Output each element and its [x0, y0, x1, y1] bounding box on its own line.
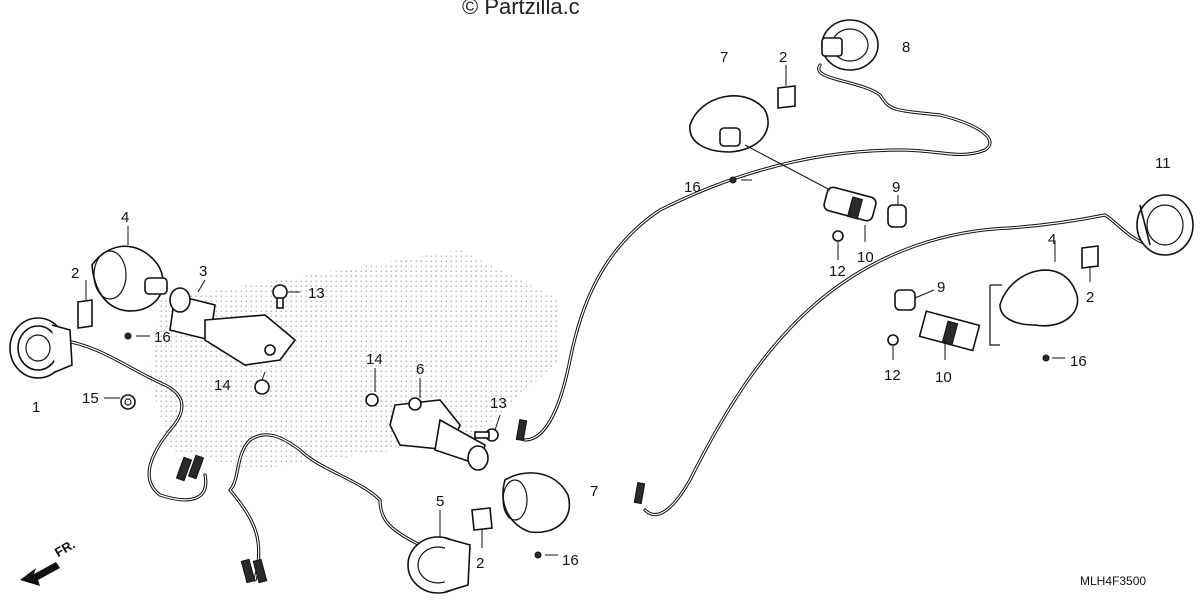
- front-center-lens: [502, 472, 571, 534]
- center-turn-signal-stay: [389, 397, 489, 471]
- callout: 2: [71, 265, 79, 282]
- rear-right-light-unit: [1136, 194, 1194, 256]
- callout: 9: [892, 179, 900, 196]
- callout: 4: [1048, 231, 1056, 248]
- bulb-clip-upper: [887, 204, 907, 228]
- rear-right-lens: [989, 269, 1079, 346]
- callout: 2: [476, 555, 484, 572]
- leader-lines: [85, 65, 1091, 556]
- callout: 2: [779, 49, 787, 66]
- callout: 13: [490, 395, 507, 412]
- callout: 9: [937, 279, 945, 296]
- callout: 12: [884, 367, 901, 384]
- callout: 11: [1155, 155, 1171, 172]
- front-direction-arrow: [20, 562, 60, 586]
- center-light-unit: [407, 536, 471, 594]
- callout: 4: [121, 209, 129, 226]
- rear-left-socket: [823, 186, 877, 222]
- callout: 10: [935, 369, 952, 386]
- callout: 2: [1086, 289, 1094, 306]
- mounting-shade: [150, 250, 560, 470]
- callout: 14: [366, 351, 383, 368]
- rear-left-light-unit: [821, 19, 879, 71]
- callout: 5: [436, 493, 444, 510]
- left-front-lens-housing: [91, 245, 168, 312]
- left-turn-signal-stay: [169, 287, 297, 366]
- callout: 16: [562, 552, 579, 569]
- callout: 8: [902, 39, 910, 56]
- bulb-clip-lower: [894, 289, 916, 311]
- callout: 7: [720, 49, 728, 66]
- fasteners: [120, 176, 1050, 559]
- rear-right-socket: [918, 310, 981, 352]
- callout: 16: [1070, 353, 1087, 370]
- callout: 13: [308, 285, 325, 302]
- callout: 7: [590, 483, 598, 500]
- callout: 10: [857, 249, 874, 266]
- rear-left-lens: [689, 95, 769, 153]
- diagram-code: MLH4F3500: [1080, 574, 1147, 588]
- callout: 16: [154, 329, 171, 346]
- harness-wires: [58, 63, 1152, 584]
- callout: 12: [829, 263, 846, 280]
- callout: 3: [199, 263, 207, 280]
- callout: 1: [32, 399, 40, 416]
- front-left-light-unit: [9, 317, 73, 379]
- callout: 15: [82, 390, 99, 407]
- callout: 16: [684, 179, 701, 196]
- callout: 14: [214, 377, 231, 394]
- callout: 6: [416, 361, 424, 378]
- plates: [77, 85, 1099, 531]
- watermark: © Partzilla.c: [462, 0, 580, 19]
- callout-numbers: 1 2 2 2 2 3 4 4 5 6 7 7 8 9 9 10 10 11 1…: [32, 39, 1171, 572]
